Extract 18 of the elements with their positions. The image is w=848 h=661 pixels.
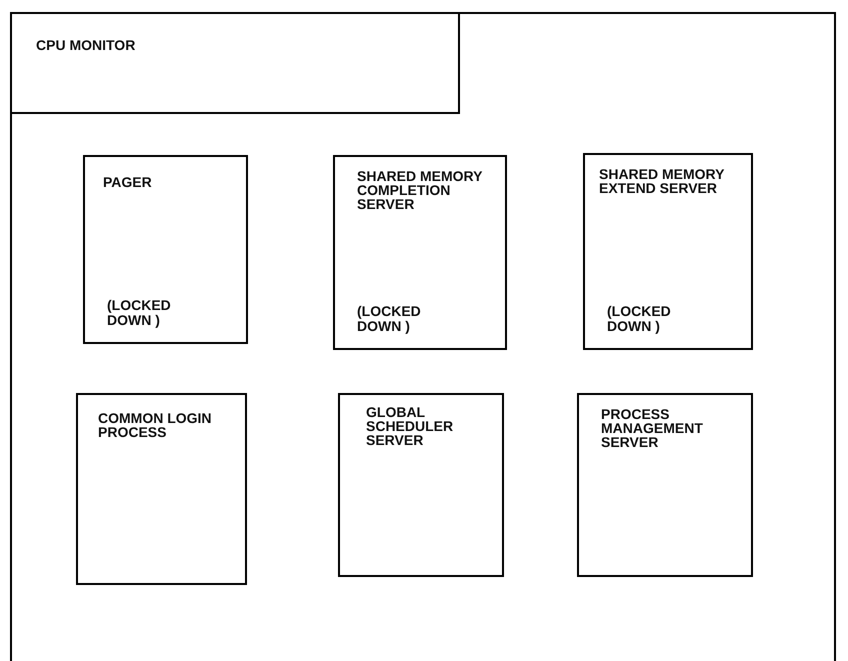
process-name: GLOBAL SCHEDULER SERVER	[366, 405, 454, 447]
header-title: CPU MONITOR	[36, 38, 136, 52]
status-note: (LOCKED DOWN )	[107, 298, 172, 328]
process-name: PAGER	[103, 175, 153, 189]
process-box	[76, 393, 247, 585]
header-box	[10, 12, 460, 114]
status-note: (LOCKED DOWN )	[357, 304, 422, 334]
process-box	[577, 393, 753, 577]
process-box	[333, 155, 507, 350]
status-note: (LOCKED DOWN )	[607, 304, 672, 334]
process-name: SHARED MEMORY EXTEND SERVER	[599, 167, 726, 195]
process-box	[338, 393, 504, 577]
process-name: SHARED MEMORY COMPLETION SERVER	[357, 169, 484, 211]
process-box	[83, 155, 248, 344]
monitor-frame	[10, 12, 836, 661]
process-name: PROCESS MANAGEMENT SERVER	[601, 407, 704, 449]
process-name: COMMON LOGIN PROCESS	[98, 411, 213, 439]
process-box	[583, 153, 753, 350]
